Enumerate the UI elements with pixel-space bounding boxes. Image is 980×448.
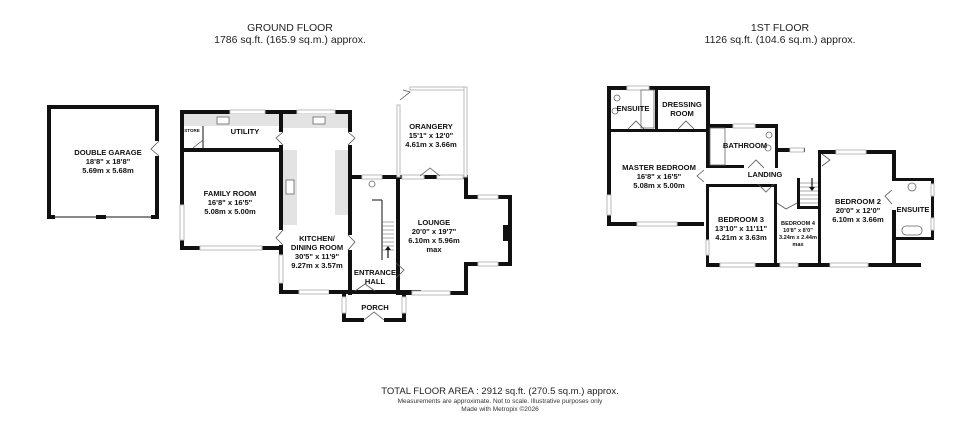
- room-bedroom-2: BEDROOM 2 20'0" x 12'0" 6.10m x 3.66m: [826, 197, 890, 224]
- room-name: BEDROOM 2: [835, 197, 881, 206]
- room-name-line2: ROOM: [670, 109, 694, 118]
- room-size-metric: 5.08m x 5.00m: [204, 207, 256, 216]
- ground-floor-walls: [179, 86, 512, 322]
- room-kitchen-dining: KITCHEN/ DINING ROOM 30'5" x 11'9" 9.27m…: [282, 234, 352, 270]
- room-entrance-hall: ENTRANCE HALL: [350, 268, 400, 286]
- room-name: ENSUITE: [616, 104, 650, 113]
- room-utility: UTILITY: [220, 127, 270, 136]
- room-bedroom-4: BEDROOM 4 10'8" x 8'0" 3.24m x 2.44m max: [776, 221, 820, 249]
- ground-floor-header: GROUND FLOOR 1786 sq.ft. (165.9 sq.m.) a…: [180, 22, 400, 46]
- room-name: ENTRANCE: [353, 268, 397, 277]
- room-name: ENSUITE: [896, 205, 930, 214]
- room-size-imperial: 10'8" x 8'0": [783, 228, 813, 234]
- room-lounge: LOUNGE 20'0" x 19'7" 6.10m x 5.96m max: [402, 218, 466, 254]
- room-size-note: max: [792, 242, 804, 248]
- credit: Made with Metropix ©2026: [461, 406, 539, 413]
- room-master-bedroom: MASTER BEDROOM 16'8" x 16'5" 5.08m x 5.0…: [614, 163, 704, 190]
- room-size-imperial: 18'8" x 18'8": [85, 157, 131, 166]
- double-garage-walls: [47, 105, 160, 219]
- room-name: BEDROOM 3: [718, 215, 764, 224]
- room-name: BATHROOM: [722, 141, 768, 150]
- room-size-metric: 5.69m x 5.68m: [82, 166, 134, 175]
- footer: TOTAL FLOOR AREA : 2912 sq.ft. (270.5 sq…: [360, 386, 640, 414]
- room-double-garage: DOUBLE GARAGE 18'8" x 18'8" 5.69m x 5.68…: [68, 148, 148, 175]
- room-size-metric: 6.10m x 5.96m: [408, 236, 460, 245]
- first-floor-area: 1126 sq.ft. (104.6 sq.m.) approx.: [704, 34, 856, 46]
- room-family-room: FAMILY ROOM 16'8" x 16'5" 5.08m x 5.00m: [195, 189, 265, 216]
- room-porch: PORCH: [350, 303, 400, 312]
- room-size-imperial: 30'5" x 11'9": [294, 252, 340, 261]
- room-name: DOUBLE GARAGE: [74, 148, 142, 157]
- room-name: STORE: [184, 128, 200, 133]
- ground-floor-area: 1786 sq.ft. (165.9 sq.m.) approx.: [214, 34, 366, 46]
- room-size-note: max: [426, 245, 442, 254]
- room-name: PORCH: [361, 303, 389, 312]
- ground-floor-title: GROUND FLOOR: [247, 22, 333, 34]
- room-size-imperial: 15'1" x 12'0": [408, 131, 454, 140]
- first-floor-header: 1ST FLOOR 1126 sq.ft. (104.6 sq.m.) appr…: [670, 22, 890, 46]
- room-size-imperial: 16'8" x 16'5": [207, 198, 253, 207]
- room-name: LANDING: [747, 170, 783, 179]
- room-name: DRESSING: [662, 100, 702, 109]
- room-store: STORE: [182, 128, 202, 134]
- first-floor-title: 1ST FLOOR: [750, 22, 810, 34]
- room-name: KITCHEN/: [299, 234, 335, 243]
- room-bedroom-3: BEDROOM 3 13'10" x 11'11" 4.21m x 3.63m: [710, 215, 772, 242]
- room-size-metric: 4.21m x 3.63m: [715, 233, 767, 242]
- room-size-imperial: 20'0" x 19'7": [411, 227, 457, 236]
- room-size-metric: 4.61m x 3.66m: [405, 140, 457, 149]
- room-dressing-room: DRESSING ROOM: [659, 100, 705, 118]
- room-size-metric: 5.08m x 5.00m: [633, 181, 685, 190]
- room-ensuite-bedroom-2: ENSUITE: [894, 205, 932, 214]
- total-floor-area: TOTAL FLOOR AREA : 2912 sq.ft. (270.5 sq…: [381, 386, 619, 397]
- room-size-metric: 6.10m x 3.66m: [832, 215, 884, 224]
- room-orangery: ORANGERY 15'1" x 12'0" 4.61m x 3.66m: [401, 122, 461, 149]
- disclaimer: Measurements are approximate. Not to sca…: [397, 398, 603, 405]
- room-name: FAMILY ROOM: [203, 189, 257, 198]
- room-name: BEDROOM 4: [781, 221, 815, 227]
- room-size-metric: 9.27m x 3.57m: [291, 261, 343, 270]
- room-size-imperial: 13'10" x 11'11": [714, 224, 768, 233]
- room-ensuite-master: ENSUITE: [612, 104, 654, 113]
- room-name-line2: HALL: [364, 277, 386, 286]
- room-name-line2: DINING ROOM: [290, 243, 344, 252]
- room-landing: LANDING: [740, 170, 790, 179]
- room-name: ORANGERY: [409, 122, 453, 131]
- first-floor-walls: [606, 85, 935, 268]
- room-name: LOUNGE: [417, 218, 451, 227]
- room-size-imperial: 16'8" x 16'5": [636, 172, 682, 181]
- room-size-imperial: 20'0" x 12'0": [835, 206, 881, 215]
- room-name: MASTER BEDROOM: [622, 163, 696, 172]
- room-bathroom: BATHROOM: [720, 141, 770, 150]
- room-name: UTILITY: [230, 127, 260, 136]
- room-size-metric: 3.24m x 2.44m: [779, 235, 817, 241]
